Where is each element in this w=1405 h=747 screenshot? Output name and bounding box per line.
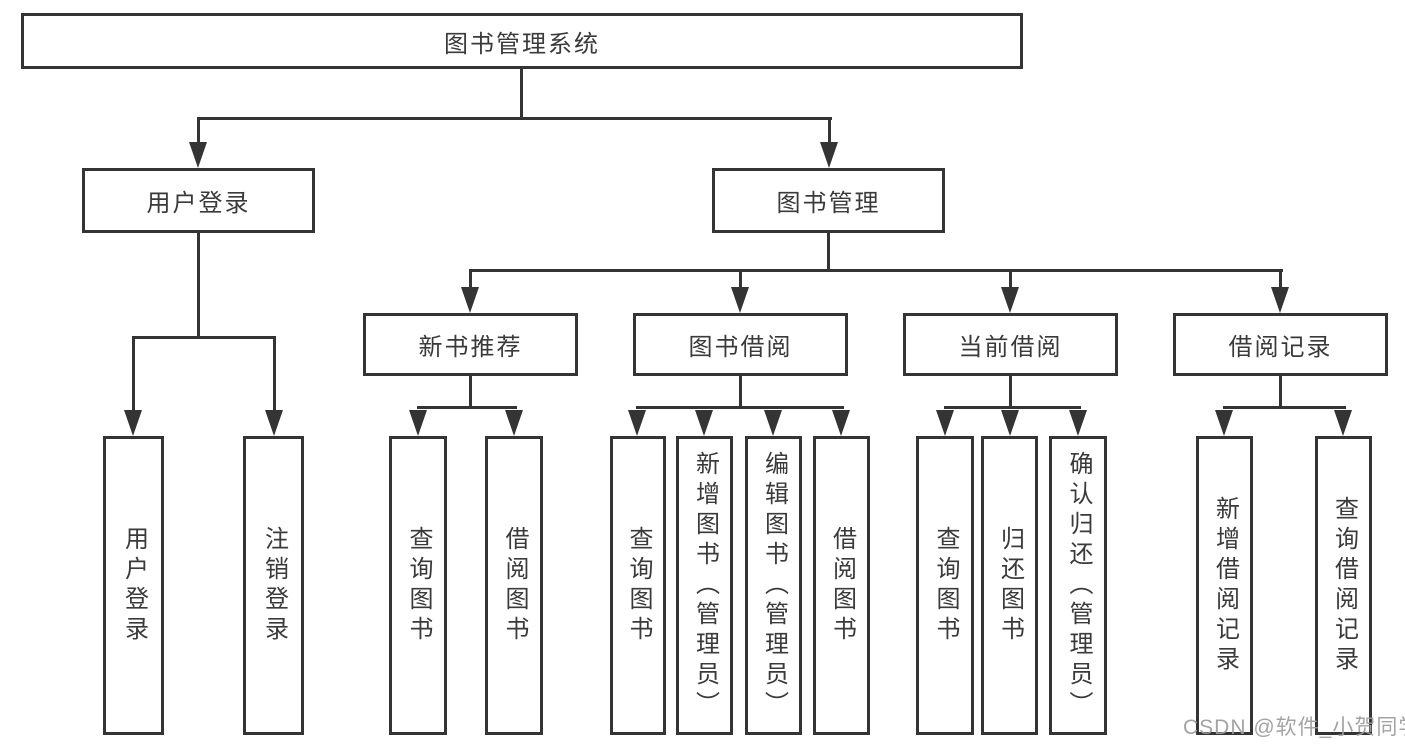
arrowhead-down-icon — [764, 410, 782, 436]
arrowhead-down-icon — [832, 410, 850, 436]
arrowhead-down-icon — [505, 410, 523, 436]
node-user-login: 用户登录 — [82, 168, 315, 233]
connector-line — [417, 406, 517, 409]
leaf-query-book-borrowing: 查询图书 — [610, 436, 666, 735]
connector-line — [132, 338, 135, 412]
connector-line — [944, 406, 1081, 409]
arrowhead-down-icon — [1271, 287, 1289, 313]
node-borrow-records: 借阅记录 — [1173, 313, 1388, 376]
arrowhead-down-icon — [1001, 287, 1019, 313]
leaf-query-book-current: 查询图书 — [916, 436, 974, 735]
leaf-query-borrow-record: 查询借阅记录 — [1315, 436, 1372, 735]
leaf-user-login: 用户登录 — [103, 436, 164, 735]
connector-line — [828, 119, 831, 145]
arrowhead-down-icon — [1069, 410, 1087, 436]
leaf-logout: 注销登录 — [243, 436, 304, 735]
arrowhead-down-icon — [936, 410, 954, 436]
leaf-borrow-book: 借阅图书 — [813, 436, 870, 735]
leaf-edit-book-admin: 编辑图书（管理员） — [745, 436, 802, 735]
connector-line — [469, 269, 1283, 272]
node-new-book-recommend: 新书推荐 — [363, 313, 578, 376]
arrowhead-down-icon — [409, 410, 427, 436]
leaf-add-borrow-record: 新增借阅记录 — [1196, 436, 1253, 735]
arrowhead-down-icon — [461, 287, 479, 313]
connector-line — [1279, 376, 1282, 409]
arrowhead-down-icon — [189, 142, 207, 168]
connector-line — [197, 117, 832, 120]
leaf-return-book: 归还图书 — [981, 436, 1038, 735]
arrowhead-down-icon — [731, 287, 749, 313]
connector-line — [469, 376, 472, 409]
arrowhead-down-icon — [628, 410, 646, 436]
connector-line — [739, 376, 742, 409]
leaf-confirm-return-admin: 确认归还（管理员） — [1049, 436, 1107, 735]
arrowhead-down-icon — [1215, 410, 1233, 436]
connector-line — [1279, 271, 1282, 289]
arrowhead-down-icon — [1334, 410, 1352, 436]
arrowhead-down-icon — [124, 410, 142, 436]
connector-line — [1223, 406, 1346, 409]
connector-line — [520, 69, 523, 119]
arrowhead-down-icon — [265, 410, 283, 436]
connector-line — [197, 233, 200, 339]
connector-line — [273, 338, 276, 412]
node-book-borrowing: 图书借阅 — [633, 313, 848, 376]
connector-line — [827, 233, 830, 272]
connector-line — [197, 119, 200, 145]
node-book-management: 图书管理 — [712, 168, 945, 233]
csdn-watermark: CSDN @软件_小贺同学 — [1183, 716, 1405, 739]
connector-line — [469, 271, 472, 289]
leaf-add-book-admin: 新增图书（管理员） — [676, 436, 733, 735]
leaf-borrow-book-recommend: 借阅图书 — [485, 436, 543, 735]
arrowhead-down-icon — [695, 410, 713, 436]
connector-line — [132, 336, 276, 339]
leaf-query-book-recommend: 查询图书 — [389, 436, 447, 735]
arrowhead-down-icon — [820, 142, 838, 168]
connector-line — [739, 271, 742, 289]
connector-line — [636, 406, 844, 409]
arrowhead-down-icon — [1001, 410, 1019, 436]
connector-line — [1009, 376, 1012, 409]
connector-line — [1009, 271, 1012, 289]
node-root-library-system: 图书管理系统 — [21, 13, 1023, 69]
node-current-borrowing: 当前借阅 — [903, 313, 1118, 376]
